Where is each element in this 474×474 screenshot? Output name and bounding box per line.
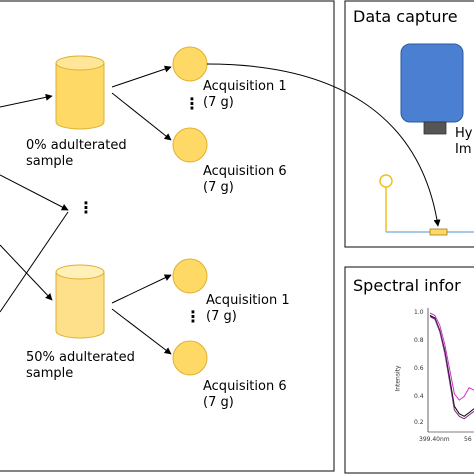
chart-xtick-0: 399.40nm: [419, 436, 450, 443]
acq1-top-weight: (7 g): [203, 95, 234, 110]
camera-label-line2: Im: [455, 142, 472, 157]
acq1-top-name: Acquisition 1: [203, 79, 287, 94]
data-capture-title: Data capture: [353, 7, 458, 26]
input-lines: [0, 93, 69, 313]
acquisition-circle-1-bottom: [172, 258, 208, 294]
data-capture-panel: [344, 0, 474, 248]
chart-ytick-3: 0.4: [414, 393, 424, 400]
light-bulb-icon: [379, 174, 393, 232]
sample-0-label-line2: sample: [26, 154, 74, 169]
chart-ylabel: Intensity: [394, 365, 402, 392]
chart-ytick-0: 1.0: [414, 309, 424, 316]
acquisition-circle-6-bottom: [172, 340, 208, 376]
sample-dish: [429, 228, 448, 236]
spectral-series-0: [429, 312, 474, 401]
cylinder-50-percent: [55, 264, 105, 339]
chart-ytick-2: 0.6: [414, 365, 424, 372]
spectral-info-panel: [344, 266, 474, 474]
chart-ytick-4: 0.2: [414, 419, 424, 426]
sample-50-label-line2: sample: [26, 366, 74, 381]
cylinder-0-percent: [55, 55, 105, 130]
sampling-panel: [0, 0, 335, 472]
spectral-series-2: [429, 316, 474, 420]
acq1-bottom-name: Acquisition 1: [206, 293, 290, 308]
acq1-bottom-weight: (7 g): [206, 309, 237, 324]
cylinder-to-acquisition-arrows: [111, 65, 172, 355]
ellipsis-top: ⋮: [184, 94, 200, 113]
acq6-top-weight: (7 g): [203, 180, 234, 195]
acquisition-circle-6-top: [172, 127, 208, 163]
capture-curve-arrow: [206, 63, 441, 227]
acq6-top-name: Acquisition 6: [203, 164, 287, 179]
camera-label-line1: Hy: [455, 126, 473, 141]
acquisition-circle-1-top: [172, 46, 208, 82]
ellipsis-bottom: ⋮: [185, 307, 201, 326]
ellipsis-middle: ⋮: [78, 198, 94, 217]
spectral-series-1: [429, 315, 474, 417]
spectral-chart: [427, 308, 474, 433]
chart-ytick-1: 0.8: [414, 337, 424, 344]
acq6-bottom-name: Acquisition 6: [203, 379, 287, 394]
acq6-bottom-weight: (7 g): [203, 395, 234, 410]
hyperspectral-camera: [400, 43, 464, 135]
sample-0-label-line1: 0% adulterated: [26, 138, 127, 153]
sample-50-label-line1: 50% adulterated: [26, 350, 135, 365]
chart-xtick-1: 56: [464, 436, 472, 443]
spectral-info-title: Spectral infor: [353, 276, 461, 295]
